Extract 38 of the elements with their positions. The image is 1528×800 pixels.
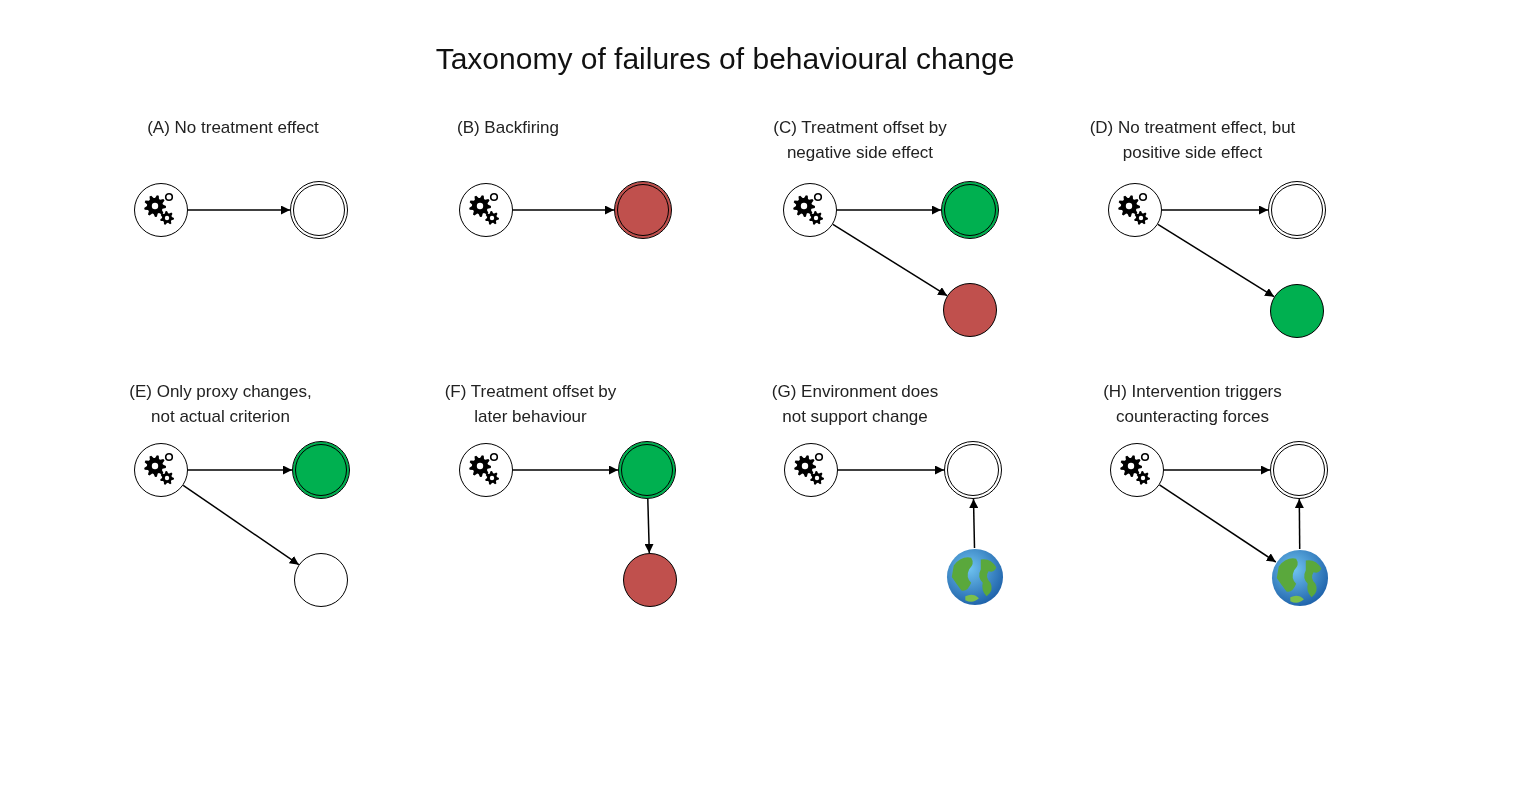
arrow <box>832 223 948 297</box>
arrow <box>644 498 654 554</box>
globe-drawing <box>1271 549 1329 607</box>
panel-heading: (A) No treatment effect <box>146 117 320 139</box>
arrow <box>969 498 979 549</box>
intervention-circle <box>784 443 838 497</box>
intervention-circle <box>459 183 513 237</box>
panel-heading: (C) Treatment offset by negative side effect <box>772 117 948 164</box>
intervention-circle <box>459 443 513 497</box>
side-effect-circle <box>294 553 348 607</box>
intervention-circle <box>134 183 188 237</box>
panel-heading: (D) No treatment effect, but positive side effect <box>1088 117 1297 164</box>
arrow <box>1157 223 1275 298</box>
side-effect-circle <box>943 283 997 337</box>
arrow <box>1163 465 1271 475</box>
arrow <box>512 205 615 215</box>
arrow <box>1294 498 1304 550</box>
intervention-circle <box>134 443 188 497</box>
globe-drawing <box>946 548 1004 606</box>
arrow <box>187 465 293 475</box>
intervention-circle <box>1110 443 1164 497</box>
panel-heading: (G) Environment does not support change <box>770 381 940 428</box>
arrow <box>512 465 619 475</box>
panel-heading: (E) Only proxy changes, not actual criterion <box>128 381 313 428</box>
side-effect-circle <box>623 553 677 607</box>
arrow <box>1161 205 1269 215</box>
panel-heading: (F) Treatment offset by later behaviour <box>443 381 618 428</box>
arrow <box>837 465 945 475</box>
arrow <box>1158 484 1277 563</box>
arrow <box>182 484 300 566</box>
arrow <box>187 205 291 215</box>
arrow <box>836 205 942 215</box>
panel-heading: (B) Backfiring <box>456 117 560 139</box>
panel-heading: (H) Intervention triggers counteracting forces <box>1102 381 1283 428</box>
intervention-circle <box>1108 183 1162 237</box>
side-effect-circle <box>1270 284 1324 338</box>
intervention-circle <box>783 183 837 237</box>
diagram-title: Taxonomy of failures of behavioural change <box>434 42 1016 76</box>
